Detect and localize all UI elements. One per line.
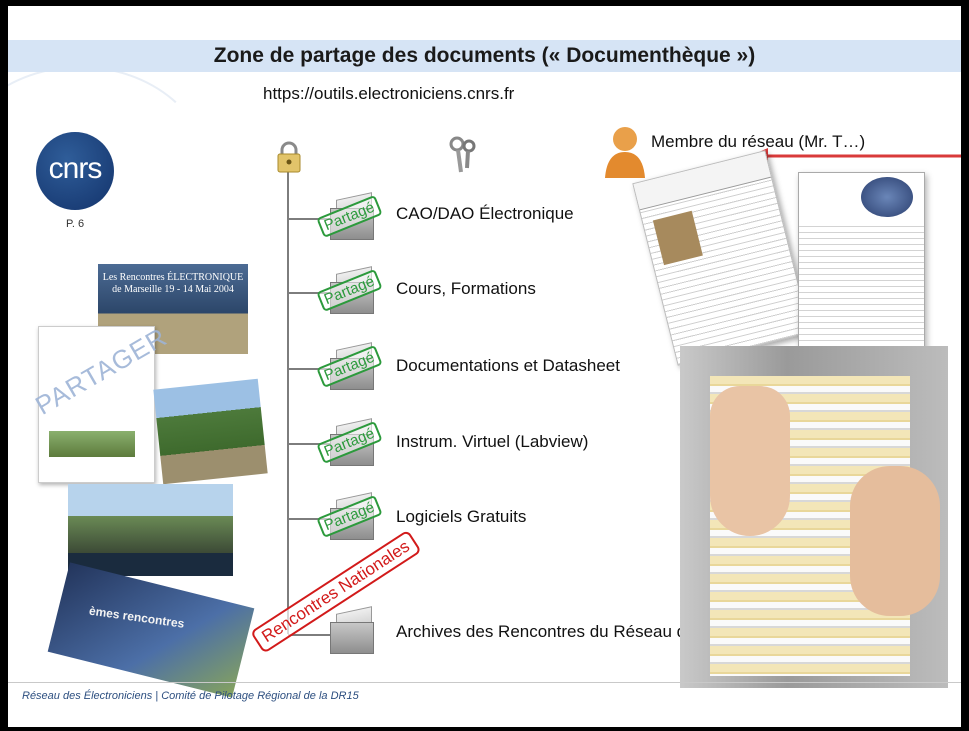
padlock-icon	[277, 141, 301, 173]
tree-branch	[288, 443, 330, 445]
cnrs-logo-text: cnrs	[48, 152, 103, 185]
user-icon	[605, 127, 645, 178]
tree-branch	[288, 634, 330, 636]
folder-icon[interactable]: Partagé	[316, 418, 383, 466]
tree-branch	[288, 292, 330, 294]
footer-text: Réseau des Électroniciens | Comité de Pi…	[22, 690, 359, 702]
island-photo	[68, 484, 233, 576]
arrow-icon	[750, 148, 961, 164]
tree-branch	[288, 218, 330, 220]
folder-label[interactable]: CAO/DAO Électronique	[396, 204, 574, 223]
slide-title: Zone de partage des documents (« Documen…	[213, 44, 756, 67]
slide: Zone de partage des documents (« Documen…	[8, 6, 961, 727]
landscape-photo	[153, 378, 268, 485]
newsletter-image	[632, 150, 811, 366]
member-label: Membre du réseau (Mr. T…)	[651, 132, 866, 151]
keys-icon	[449, 136, 476, 173]
title-bar	[8, 40, 961, 72]
folder-icon[interactable]: Partagé	[316, 266, 383, 314]
poster-caption: èmes rencontres	[88, 603, 186, 631]
folder-icon[interactable]: Partagé	[316, 492, 383, 540]
folder-icon[interactable]: Partagé	[316, 342, 383, 390]
tree-trunk-line	[287, 164, 289, 634]
page-number: P. 6	[66, 218, 85, 230]
photo-caption: Les Rencontres ÉLECTRONIQUE de Marseille…	[102, 272, 244, 295]
cnrs-logo: cnrs	[36, 132, 114, 210]
filing-cabinet-photo	[680, 346, 948, 688]
brochure-image	[38, 326, 155, 483]
folder-icon[interactable]: Partagé	[316, 192, 383, 240]
site-url[interactable]: https://outils.electroniciens.cnrs.fr	[263, 84, 515, 103]
folder-label[interactable]: Documentations et Datasheet	[396, 356, 620, 375]
folder-label[interactable]: Logiciels Gratuits	[396, 507, 527, 526]
folder-label[interactable]: Instrum. Virtuel (Labview)	[396, 432, 589, 451]
tree-branch	[288, 368, 330, 370]
folder-icon[interactable]	[324, 606, 376, 654]
tree-branch	[288, 518, 330, 520]
folder-label[interactable]: Cours, Formations	[396, 279, 536, 298]
poster-image: èmes rencontres	[47, 562, 255, 698]
compendium-image	[798, 172, 925, 354]
footer-divider	[8, 682, 961, 683]
